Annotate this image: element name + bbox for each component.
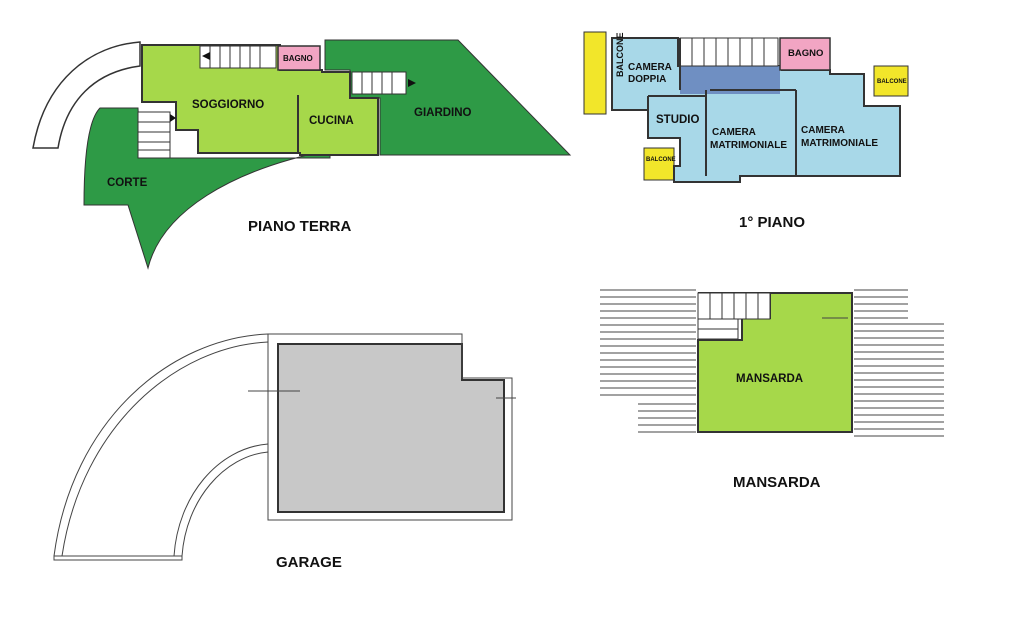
first-floor-plan: BALCONE BALCONE BALCONE CAMERA DOPPIA BA…: [583, 31, 909, 231]
roof-hatching-left: [600, 289, 696, 433]
ground-stairs-left: [137, 111, 171, 159]
mansarda-stairs: [697, 292, 771, 340]
mansarda-title: MANSARDA: [733, 474, 821, 491]
balcone-right-area: [873, 65, 909, 97]
camera-matr-b-label-2: MATRIMONIALE: [801, 138, 878, 149]
camera-matr-a-label-1: CAMERA: [712, 127, 756, 138]
first-bagno-area: [779, 37, 831, 71]
balcone-left-label: BALCONE: [615, 33, 625, 78]
studio-label: STUDIO: [656, 114, 700, 126]
camera-doppia-label-2: DOPPIA: [628, 74, 666, 85]
camera-matr-b-label-1: CAMERA: [801, 125, 845, 136]
cucina-label: CUCINA: [309, 115, 354, 127]
garage-ramp-inner-wall: [173, 443, 269, 557]
ground-stairs-garden: [351, 71, 416, 95]
ground-floor-plan: SOGGIORNO BAGNO CUCINA GIARDINO CORTE PI…: [32, 39, 572, 270]
garage-ramp-outer-wall-2: [61, 341, 269, 557]
soggiorno-label: SOGGIORNO: [192, 99, 264, 111]
piano-terra-title: PIANO TERRA: [248, 218, 352, 235]
first-internal-walls: [647, 38, 797, 176]
first-stairs: [679, 37, 779, 67]
ground-stairs-left-arrow: [170, 114, 176, 122]
garage-ramp-inner-wall-2: [181, 451, 269, 557]
balcone-bottom-label: BALCONE: [646, 157, 676, 163]
primo-piano-title: 1° PIANO: [739, 214, 805, 231]
garage-area: [277, 343, 505, 513]
balcone-right-label: BALCONE: [877, 79, 907, 85]
giardino-area: [324, 39, 572, 156]
giardino-label: GIARDINO: [414, 107, 472, 119]
camera-doppia-label-1: CAMERA: [628, 62, 672, 73]
ground-stairs-top: [199, 45, 277, 69]
first-bagno-label: BAGNO: [788, 48, 823, 59]
balcone-bottom-area: [643, 147, 675, 181]
roof-hatching-right: [854, 289, 944, 437]
garage-ramp-outer-wall: [53, 333, 269, 557]
camera-matr-a-label-2: MATRIMONIALE: [710, 140, 787, 151]
ground-bagno-area: [277, 45, 321, 71]
garage-plan: GARAGE: [53, 333, 516, 571]
garage-title: GARAGE: [276, 554, 342, 571]
mansarda-plan: MANSARDA MANSARDA: [600, 289, 944, 491]
ground-bagno-label: BAGNO: [283, 54, 313, 63]
garage-outer-wall: [267, 333, 513, 521]
mansarda-label: MANSARDA: [736, 373, 803, 385]
ground-curved-ramp: [32, 41, 141, 149]
corte-label: CORTE: [107, 177, 148, 189]
balcone-left-area: [583, 31, 607, 115]
garage-ramp-end: [53, 555, 183, 561]
ground-stairs-arrow: [202, 52, 210, 60]
